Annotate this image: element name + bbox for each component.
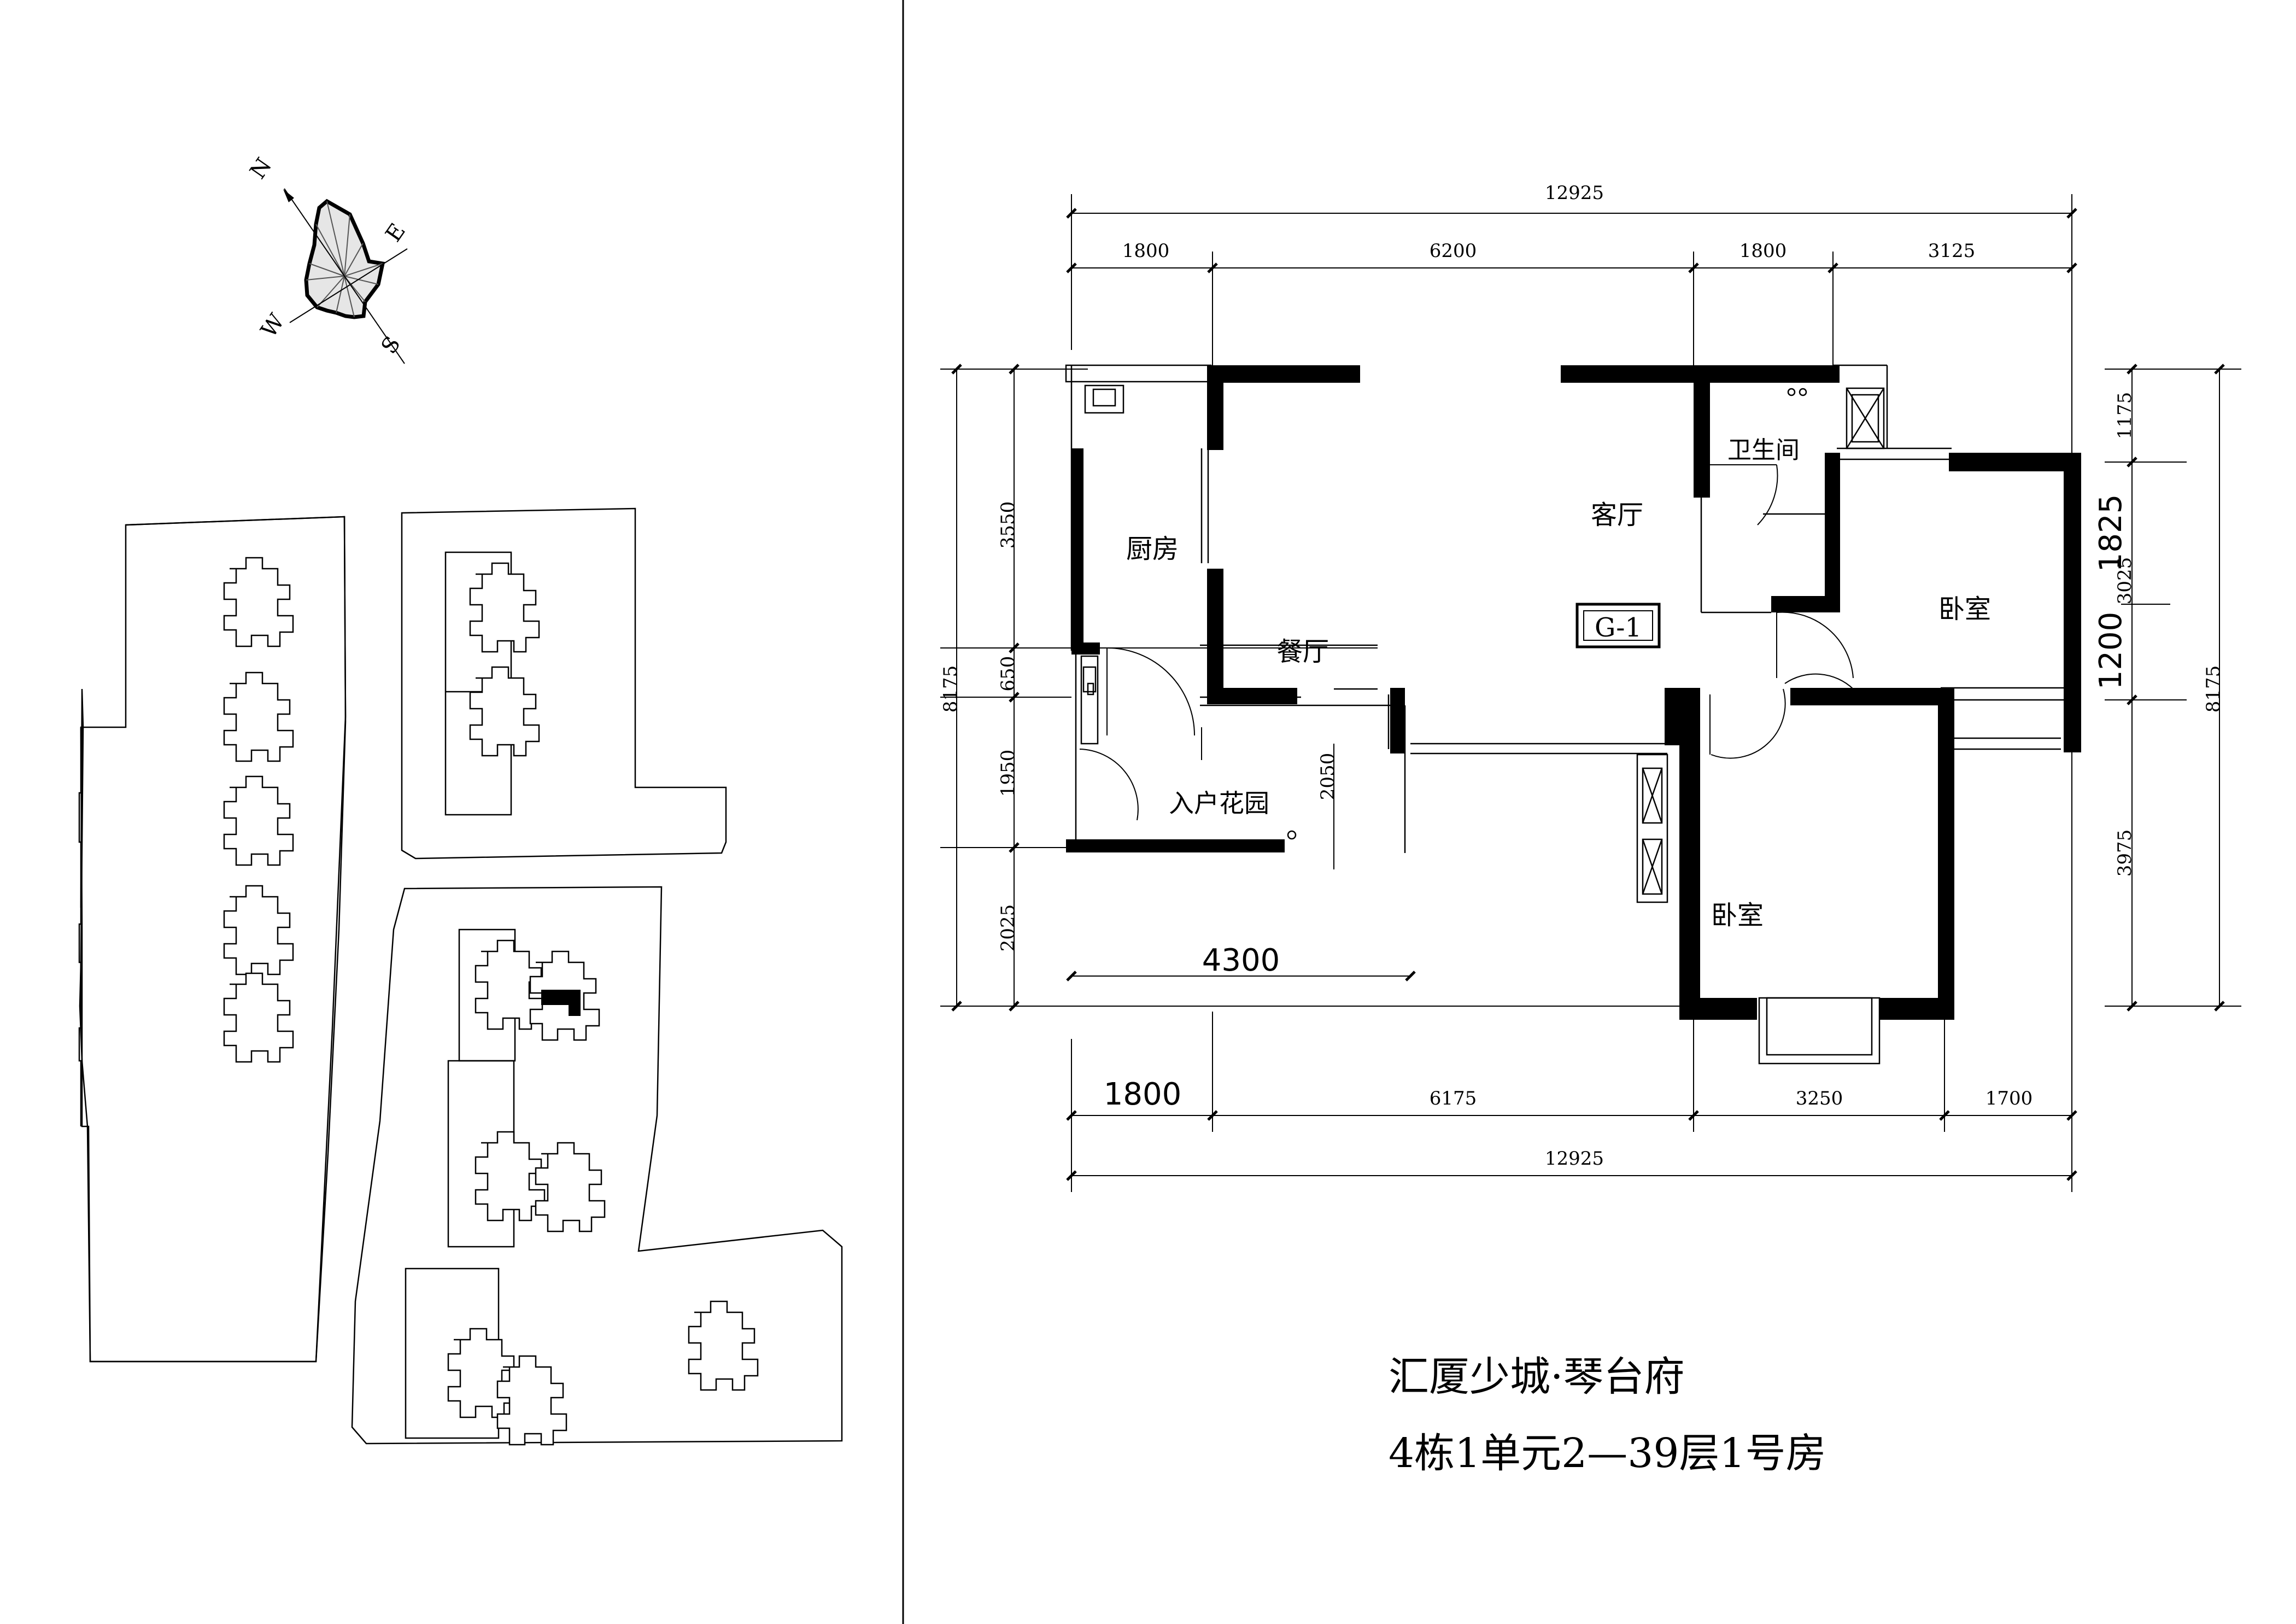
dim-right-1: 1175: [2114, 392, 2136, 440]
wind-rose: [283, 188, 408, 364]
compass-n-label: N: [245, 154, 277, 184]
dimension-lines: [940, 194, 2241, 1192]
dim-top-2: 6200: [1430, 240, 1477, 262]
room-label-garden: 入户花园: [1169, 788, 1269, 818]
bearing-walls: [1066, 365, 2081, 1020]
site-parcel-west: [79, 516, 347, 1363]
dim-right-2: 3025: [2114, 557, 2136, 605]
dim-inner-4300: 4300: [1202, 943, 1280, 978]
dim-left-total: 8175: [940, 665, 962, 713]
dim-top-total: 12925: [1545, 182, 1604, 204]
dim-left-1: 3550: [997, 501, 1019, 549]
fixtures: [1082, 384, 1885, 903]
dim-inner-2050: 2050: [1317, 753, 1339, 801]
room-label-bedroom-2: 卧室: [1711, 900, 1764, 931]
dim-right-inner-1: 1825: [2093, 494, 2129, 573]
site-parcel-south: [351, 886, 843, 1445]
dim-right-3: 3975: [2114, 829, 2136, 877]
door-swings: [1079, 464, 1854, 821]
dim-bottom-3: 3250: [1796, 1088, 1843, 1109]
dim-bottom-4: 1700: [1985, 1088, 2033, 1109]
room-label-living: 客厅: [1591, 500, 1643, 530]
unit-tag: G-1: [1595, 612, 1642, 643]
compass-w-label: W: [256, 309, 290, 342]
unit-subtitle: 4栋1单元2—39层1号房: [1389, 1430, 1826, 1477]
site-parcel-north: [401, 507, 727, 860]
dim-top-4: 3125: [1928, 240, 1976, 262]
dim-left-4: 2025: [997, 904, 1019, 952]
dim-left-3: 1950: [997, 750, 1019, 797]
room-label-kitchen: 厨房: [1126, 534, 1179, 564]
dim-bottom-total: 12925: [1545, 1148, 1604, 1170]
dim-right-inner-2: 1200: [2093, 612, 2129, 690]
room-labels: 客厅 厨房 餐厅 卫生间 卧室 卧室 入户花园: [1126, 436, 1991, 931]
dim-right-total: 8175: [2203, 665, 2224, 713]
dim-bottom-1: 1800: [1104, 1077, 1182, 1112]
project-title: 汇厦少城·琴台府: [1389, 1353, 1685, 1400]
room-label-bath: 卫生间: [1727, 436, 1800, 464]
site-buildings: [223, 557, 759, 1446]
compass-e-label: E: [381, 219, 411, 246]
dimension-ticks: [951, 208, 2225, 1181]
dim-top-3: 1800: [1739, 240, 1787, 262]
room-label-dining: 餐厅: [1276, 636, 1329, 667]
room-label-bedroom-1: 卧室: [1938, 594, 1991, 624]
dim-top-1: 1800: [1122, 240, 1170, 262]
dim-bottom-2: 6175: [1430, 1088, 1477, 1109]
compass-s-label: S: [377, 332, 406, 359]
dim-left-2: 650: [997, 656, 1019, 692]
dimension-texts: 12925 1800 6200 1800 3125 1800 6175 3250…: [940, 182, 2224, 1170]
